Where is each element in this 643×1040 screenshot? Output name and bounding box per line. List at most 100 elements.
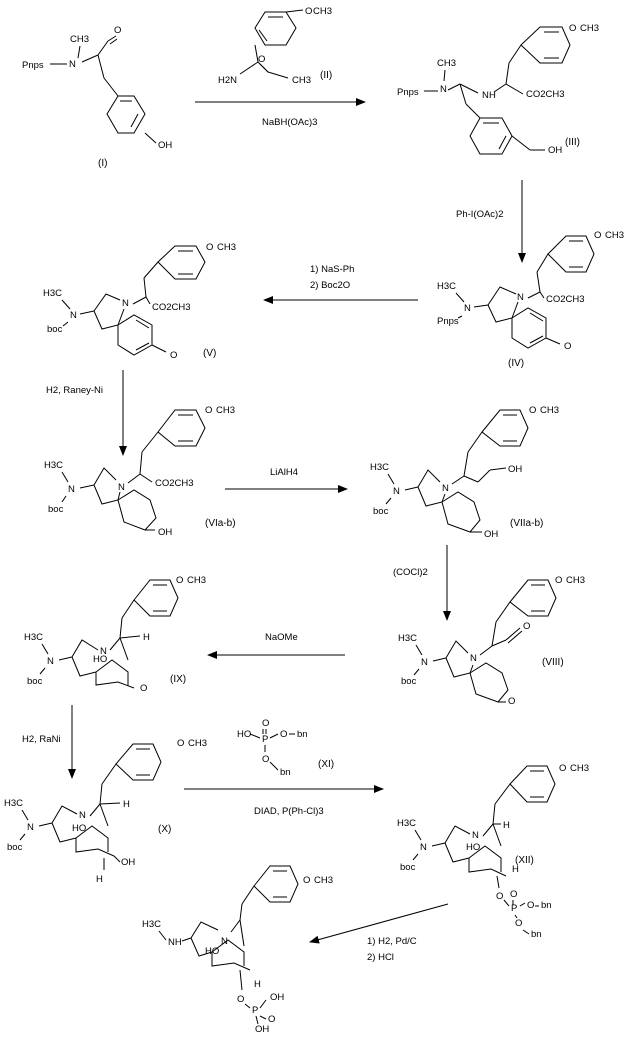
compound-IX-group: boc xyxy=(27,676,43,687)
compound-III: O CH3 Pnps N CH3 N H CO2CH3 OH (III) xyxy=(397,23,599,156)
compound-VIa-b-group: N xyxy=(118,482,125,493)
compound-IV: O CH3 H3C N Pnps N CO2CH3 O (IV) xyxy=(437,230,624,369)
compound-XI-group: bn xyxy=(280,767,291,778)
compound-X-group: N xyxy=(27,822,34,833)
compound-final-group: OH xyxy=(255,1024,269,1035)
compound-IX-group: N xyxy=(100,646,107,657)
compound-IV-group: Pnps xyxy=(437,316,459,327)
compound-IX-group: HO xyxy=(93,654,107,665)
reaction-arrow-5: LiAlH4 xyxy=(225,467,348,493)
compound-XII-group: O xyxy=(527,900,534,911)
compound-VIa-b-group: O xyxy=(205,405,212,416)
compound-I-label: (I) xyxy=(98,158,107,169)
compound-I-group: Pnps xyxy=(22,60,44,71)
compound-VIII-group: H3C xyxy=(398,633,417,644)
compound-VIIa-b-group: CH3 xyxy=(540,405,559,416)
compound-XII-group: bn xyxy=(531,929,542,940)
compound-VIII-group: O xyxy=(523,621,530,632)
compound-V-group: H3C xyxy=(43,288,62,299)
compound-VIII-group: O xyxy=(508,696,515,707)
compound-V-group: boc xyxy=(47,324,63,335)
reagent-text: 2) Boc2O xyxy=(310,280,350,291)
compound-XII-group: CH3 xyxy=(570,763,589,774)
compound-V-group: CO2CH3 xyxy=(152,302,191,313)
compound-X-group: H xyxy=(123,799,130,810)
compound-II-label: (II) xyxy=(320,70,332,81)
compound-final-group: O xyxy=(303,875,310,886)
compound-final-group: H3C xyxy=(142,919,161,930)
compound-I-group: CH3 xyxy=(70,34,89,45)
compound-VIa-b-group: CH3 xyxy=(216,405,235,416)
compound-XII-group: H xyxy=(503,820,510,831)
compound-final-group: O xyxy=(237,994,244,1005)
compound-I-group: O xyxy=(114,25,121,36)
compound-IX: O CH3 H3C N boc N H HO O (IX) xyxy=(24,575,206,694)
reagent-text: NaOMe xyxy=(265,632,298,643)
compound-IV-group: O xyxy=(594,230,601,241)
reagent-text: 2) HCl xyxy=(367,952,394,963)
reagent-text: DIAD, P(Ph-Cl)3 xyxy=(254,806,324,817)
compound-VIIa-b-group: N xyxy=(442,483,449,494)
compound-XII-group: H3C xyxy=(397,818,416,829)
compound-XI-group: O xyxy=(262,718,269,729)
compound-XI: HO P O O bn O bn (XI) xyxy=(237,718,334,778)
compound-II: O CH3 H2N O CH3 (II) xyxy=(218,6,332,86)
compound-X-group: HO xyxy=(72,823,86,834)
compound-XII-group: O xyxy=(559,763,566,774)
compound-final: O CH3 H3C NH N HO H O P O OH OH xyxy=(142,865,333,1035)
compound-XII-group: N xyxy=(472,830,479,841)
compound-X-group: boc xyxy=(7,842,23,853)
compound-VIa-b-group: OH xyxy=(158,527,172,538)
reagent-text: 1) H2, Pd/C xyxy=(367,936,417,947)
compound-XII-label: (XII) xyxy=(515,855,534,866)
compound-III-group: H xyxy=(489,90,496,101)
compound-III-group: CH3 xyxy=(580,23,599,34)
compound-III-group: Pnps xyxy=(397,87,419,98)
compound-IV-group: CH3 xyxy=(605,230,624,241)
reagent-text: LiAlH4 xyxy=(270,467,298,478)
compound-VIIa-b-group: OH xyxy=(484,529,498,540)
reagent-text: Ph-I(OAc)2 xyxy=(456,209,504,220)
compound-IX-group: N xyxy=(47,656,54,667)
compound-final-group: NH xyxy=(168,937,182,948)
compound-VIIa-b: O CH3 H3C N boc N OH OH (VIIa-b) xyxy=(370,405,559,540)
reagent-text: (COCl)2 xyxy=(393,567,428,578)
compound-XII-group: H xyxy=(512,864,519,875)
compound-V-group: O xyxy=(170,350,177,361)
compound-X-label: (X) xyxy=(158,824,171,835)
reaction-arrow-6: (COCl)2 xyxy=(393,545,451,621)
compound-XI-group: HO xyxy=(237,729,251,740)
compound-VIIa-b-group: H3C xyxy=(370,462,389,473)
compound-IV-group: H3C xyxy=(437,281,456,292)
compound-XII-group: bn xyxy=(541,900,552,911)
compound-II-group: CH3 xyxy=(292,75,311,86)
compound-final-group: O xyxy=(268,1014,275,1025)
compound-IX-group: CH3 xyxy=(187,575,206,586)
compound-VIIa-b-label: (VIIa-b) xyxy=(510,518,543,529)
compound-VIIa-b-group: OH xyxy=(508,464,522,475)
reaction-arrow-8: H2, RaNi xyxy=(22,705,76,779)
reaction-arrow-3: 1) NaS-Ph 2) Boc2O xyxy=(263,264,418,304)
compound-XI-group: P xyxy=(262,734,268,745)
compound-VIa-b-label: (VIa-b) xyxy=(205,518,236,529)
compound-XII-group: O xyxy=(510,889,517,900)
compound-final-group: N xyxy=(221,936,228,947)
reaction-arrow-2: Ph-I(OAc)2 xyxy=(456,180,526,263)
compound-IV-group: O xyxy=(564,341,571,352)
compound-final-group: OH xyxy=(270,992,284,1003)
compound-V-group: N xyxy=(122,298,129,309)
compound-VIa-b: O CH3 H3C N boc N CO2CH3 OH (VIa-b) xyxy=(44,405,236,538)
compound-VIIa-b-group: boc xyxy=(373,506,389,517)
compound-VIII-group: O xyxy=(555,575,562,586)
compound-IV-group: N xyxy=(517,292,524,303)
compound-VIIa-b-group: N xyxy=(393,486,400,497)
compound-XII-group: boc xyxy=(400,862,416,873)
reaction-arrow-10: 1) H2, Pd/C 2) HCl xyxy=(309,903,449,963)
compound-X-group: OH xyxy=(121,857,135,868)
compound-VIII-group: N xyxy=(421,657,428,668)
compound-X-group: H xyxy=(96,874,103,885)
compound-VIa-b-group: boc xyxy=(48,504,64,515)
reaction-arrow-9: DIAD, P(Ph-Cl)3 xyxy=(184,785,384,817)
compound-X-group: H3C xyxy=(4,798,23,809)
